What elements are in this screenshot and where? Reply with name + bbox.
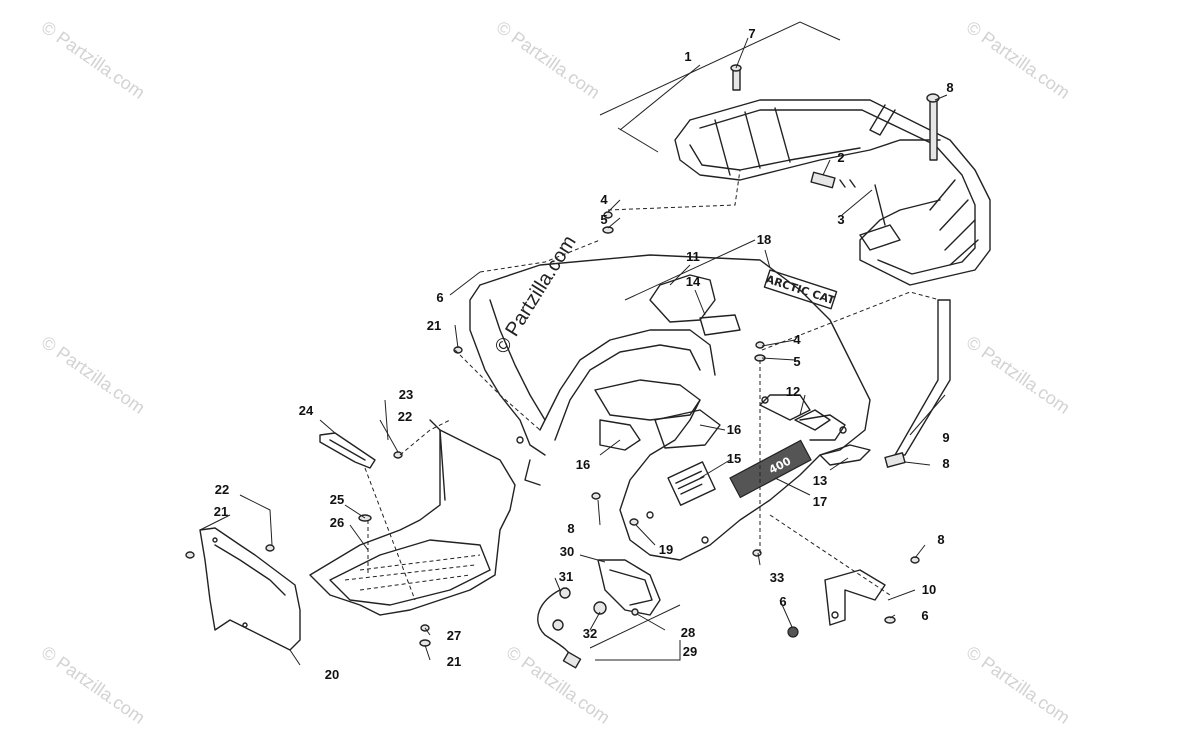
watermark-mid-right: © Partzilla.com	[963, 332, 1074, 418]
callout-23: 23	[399, 387, 413, 402]
callout-22b: 22	[215, 482, 229, 497]
callout-6b: 6	[779, 594, 786, 609]
callout-5b: 5	[793, 354, 800, 369]
watermark-mid-left: © Partzilla.com	[38, 332, 149, 418]
callout-33: 33	[770, 570, 784, 585]
warning-decal	[667, 461, 716, 506]
callout-4b: 4	[793, 332, 801, 347]
brand-decal: ARCTIC CAT	[763, 269, 838, 310]
callout-3: 3	[837, 212, 844, 227]
callout-8c: 8	[942, 456, 949, 471]
callout-16b: 16	[727, 422, 741, 437]
callout-30: 30	[560, 544, 574, 559]
callout-13: 13	[813, 473, 827, 488]
callout-labels: 1 2 3 4 4 5 5 6 6 6 7 8 8 8 8 9 10 11 12…	[214, 26, 954, 682]
callout-8d: 8	[937, 532, 944, 547]
callout-9: 9	[942, 430, 949, 445]
callout-1: 1	[684, 49, 691, 64]
callout-25: 25	[330, 492, 344, 507]
step-plate	[319, 432, 376, 469]
rear-fender	[469, 254, 871, 561]
callout-20: 20	[325, 667, 339, 682]
watermark-top-center: © Partzilla.com	[493, 17, 604, 103]
callout-24: 24	[299, 403, 314, 418]
callout-6a: 6	[436, 290, 443, 305]
callout-21c: 21	[447, 654, 461, 669]
callout-19: 19	[659, 542, 673, 557]
callout-14: 14	[686, 274, 701, 289]
callout-8b: 8	[567, 521, 574, 536]
leader-lines	[199, 21, 948, 666]
callout-6c: 6	[921, 608, 928, 623]
fastener-33	[752, 549, 762, 557]
model-decal: 400	[729, 439, 812, 499]
watermark-bottom-center: © Partzilla.com	[503, 642, 614, 728]
support-bracket	[884, 299, 951, 468]
callout-29: 29	[683, 644, 697, 659]
callout-26: 26	[330, 515, 344, 530]
callout-17: 17	[813, 494, 827, 509]
mount-bracket	[787, 556, 920, 638]
callout-15: 15	[727, 451, 741, 466]
callout-18: 18	[757, 232, 771, 247]
callout-4a: 4	[600, 192, 608, 207]
center-watermark: © Partzilla.com	[491, 232, 581, 358]
fastener-8b	[591, 492, 601, 500]
small-decal	[794, 409, 831, 431]
callout-27: 27	[447, 628, 461, 643]
callout-5a: 5	[600, 212, 607, 227]
rear-rack	[674, 99, 991, 286]
callout-22a: 22	[398, 409, 412, 424]
callout-31: 31	[559, 569, 573, 584]
side-panel	[185, 527, 301, 651]
callout-2: 2	[837, 150, 844, 165]
callout-12: 12	[786, 384, 800, 399]
callout-21a: 21	[427, 318, 441, 333]
callout-28: 28	[681, 625, 695, 640]
callout-7: 7	[748, 26, 755, 41]
watermark-top-right: © Partzilla.com	[963, 17, 1074, 103]
footwell	[309, 419, 516, 647]
fastener-22a	[393, 451, 403, 459]
watermark-bottom-left: © Partzilla.com	[38, 642, 149, 728]
watermark-top-left: © Partzilla.com	[38, 17, 149, 103]
taillight-assembly	[537, 559, 661, 669]
callout-8a: 8	[946, 80, 953, 95]
callout-11: 11	[686, 249, 700, 264]
rack-fasteners	[602, 64, 940, 362]
callout-32: 32	[583, 626, 597, 641]
fastener-19	[629, 518, 639, 526]
callout-16a: 16	[576, 457, 590, 472]
callout-21b: 21	[214, 504, 228, 519]
watermark-bottom-right: © Partzilla.com	[963, 642, 1074, 728]
callout-10: 10	[922, 582, 936, 597]
